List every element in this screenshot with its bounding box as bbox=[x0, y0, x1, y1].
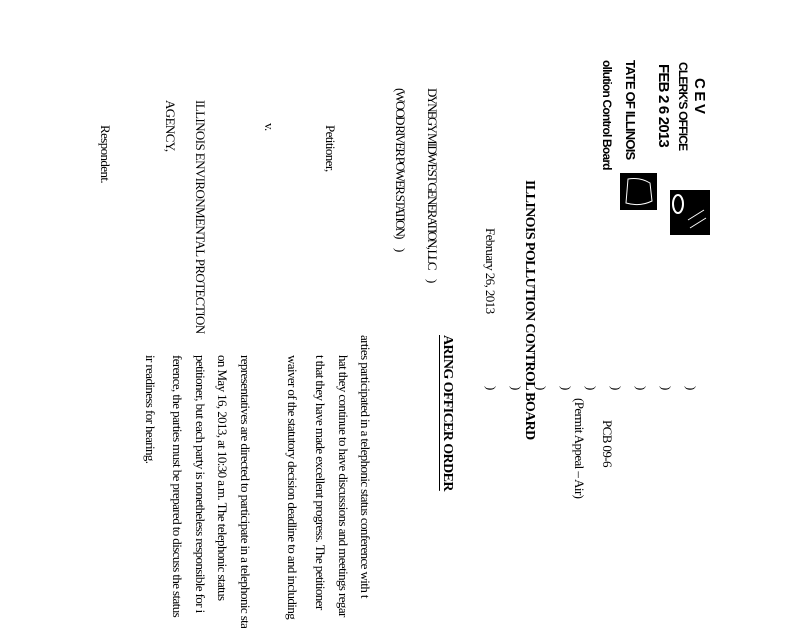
caption-paren: ) bbox=[584, 386, 599, 390]
stamp-date: FEB 2 6 2013 bbox=[655, 64, 672, 147]
stamp-state: TATE OF ILLINOIS bbox=[623, 60, 638, 160]
case-type: (Permit Appeal – Air) bbox=[572, 398, 587, 499]
body-line: hat they continue to have discussions an… bbox=[336, 355, 351, 617]
body-line: t that they have made excellent progress… bbox=[313, 355, 328, 610]
petitioner-subtitle: (WOOD RIVER POWER STATION) bbox=[393, 88, 408, 238]
body-line: arties participated in a telephonic stat… bbox=[358, 335, 373, 598]
seal-image-2 bbox=[670, 190, 710, 235]
seal-emblem-icon bbox=[672, 194, 707, 229]
caption-paren: ) bbox=[559, 386, 574, 390]
caption-paren: ) bbox=[609, 386, 624, 390]
petitioner-name: DYNEGY MIDWEST GENERATION, LLC bbox=[425, 88, 440, 269]
respondent-name-2: AGENCY, bbox=[163, 100, 178, 152]
caption-paren: ) bbox=[659, 386, 674, 390]
order-date: February 26, 2013 bbox=[483, 228, 498, 314]
caption-paren: ) bbox=[684, 386, 699, 390]
caption-paren: ) bbox=[509, 386, 524, 390]
body-line: petitioner, but each party is nonetheles… bbox=[193, 355, 208, 613]
petitioner-label: Petitioner, bbox=[323, 125, 338, 172]
case-number: PCB 09-6 bbox=[600, 420, 615, 467]
body-line: ference, the parties must be prepared to… bbox=[170, 355, 185, 618]
respondent-label: Respondent. bbox=[98, 125, 113, 184]
caption-paren: ) bbox=[634, 386, 649, 390]
body-line: representatives are directed to particip… bbox=[238, 355, 253, 628]
seal-image bbox=[620, 173, 657, 210]
respondent-name: ILLINOIS ENVIRONMENTAL PROTECTION bbox=[193, 100, 208, 334]
petitioner-subtitle-line: (WOOD RIVER POWER STATION)) bbox=[393, 88, 408, 253]
received-stamp: C E V bbox=[691, 78, 708, 114]
petitioner-name-line: DYNEGY MIDWEST GENERATION, LLC) bbox=[425, 88, 440, 284]
caption-paren: ) bbox=[393, 247, 408, 253]
body-line: waiver of the statutory decision deadlin… bbox=[285, 355, 300, 620]
body-line: on May 16, 2013, at 10:30 a.m. The telep… bbox=[215, 355, 230, 601]
clerks-office-stamp: CLERK'S OFFICE bbox=[676, 62, 690, 151]
versus-label: v. bbox=[262, 123, 277, 131]
seal-drawing-icon bbox=[625, 178, 653, 206]
agency-title: ILLINOIS POLLUTION CONTROL BOARD bbox=[522, 180, 537, 440]
body-line: ir readiness for hearing. bbox=[143, 355, 158, 464]
order-title: ARING OFFICER ORDER bbox=[440, 335, 455, 491]
stamp-board: ollution Control Board bbox=[600, 60, 614, 170]
caption-paren: ) bbox=[425, 278, 440, 284]
caption-paren: ) bbox=[534, 386, 549, 390]
caption-paren: ) bbox=[484, 386, 499, 390]
